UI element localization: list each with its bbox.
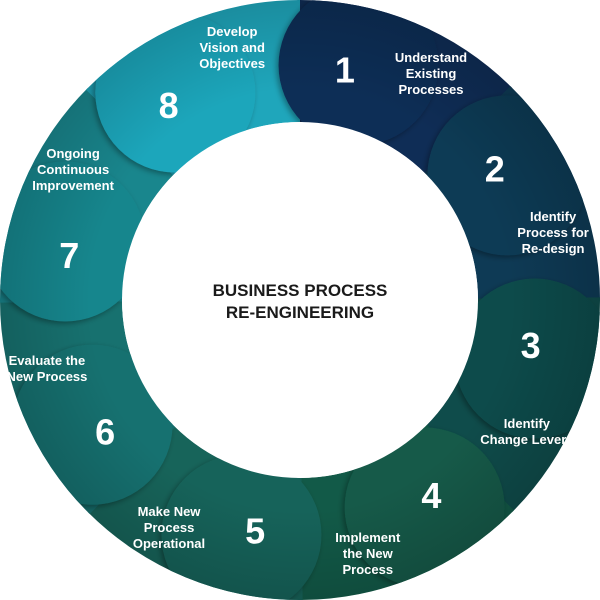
center-title: BUSINESS PROCESS RE-ENGINEERING	[213, 281, 388, 322]
center-title-line-2: RE-ENGINEERING	[226, 303, 374, 322]
step-1-label-line-1: Understand	[395, 50, 467, 65]
step-number-1: 1	[335, 49, 355, 90]
step-4-label-line-1: Implement	[335, 530, 401, 545]
step-number-5: 5	[245, 511, 265, 552]
step-5-label-line-3: Operational	[133, 536, 205, 551]
step-4-label-line-2: the New	[343, 546, 394, 561]
center-title-line-1: BUSINESS PROCESS	[213, 281, 388, 300]
step-4-label-line-3: Process	[343, 562, 394, 577]
step-3-label-line-1: Identify	[504, 416, 551, 431]
step-2-label-line-1: Identify	[530, 209, 577, 224]
step-1-label-line-2: Existing	[406, 66, 457, 81]
step-number-2: 2	[485, 149, 505, 190]
step-8-label-line-1: Develop	[207, 24, 258, 39]
step-5-label-line-1: Make New	[138, 504, 202, 519]
step-1-label-line-3: Processes	[398, 82, 463, 97]
step-7-label-line-2: Continuous	[37, 162, 109, 177]
step-number-3: 3	[521, 325, 541, 366]
step-7-label-line-3: Improvement	[32, 178, 114, 193]
step-2-label-line-2: Process for	[517, 225, 589, 240]
step-3-label-line-2: Change Levers	[480, 432, 573, 447]
center-circle	[122, 122, 478, 478]
step-number-7: 7	[59, 235, 79, 276]
step-7-label-line-1: Ongoing	[46, 146, 99, 161]
step-2-label-line-3: Re-design	[522, 241, 585, 256]
step-number-8: 8	[159, 85, 179, 126]
step-number-4: 4	[421, 475, 441, 516]
step-8-label-line-2: Vision and	[199, 40, 265, 55]
step-5-label-line-2: Process	[144, 520, 195, 535]
step-6-label-line-2: New Process	[6, 369, 87, 384]
step-6-label-line-1: Evaluate the	[9, 353, 86, 368]
step-number-6: 6	[95, 411, 115, 452]
step-8-label-line-3: Objectives	[199, 56, 265, 71]
